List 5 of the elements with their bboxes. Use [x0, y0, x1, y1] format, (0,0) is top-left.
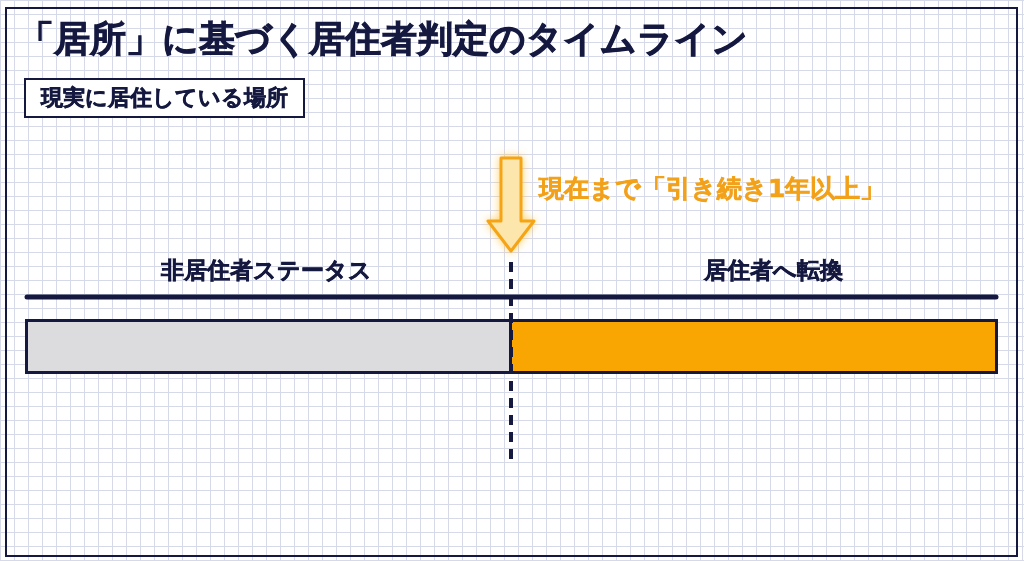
marker-label: 現在まで「引き続き1年以上」	[539, 174, 886, 204]
segment-label: 非居住者ステータス	[160, 257, 372, 285]
segment-label: 居住者へ転換	[703, 257, 843, 285]
diagram-title: 「居所」に基づく居住者判定のタイムライン	[18, 17, 748, 61]
subtitle-box: 現実に居住している場所	[24, 78, 305, 118]
